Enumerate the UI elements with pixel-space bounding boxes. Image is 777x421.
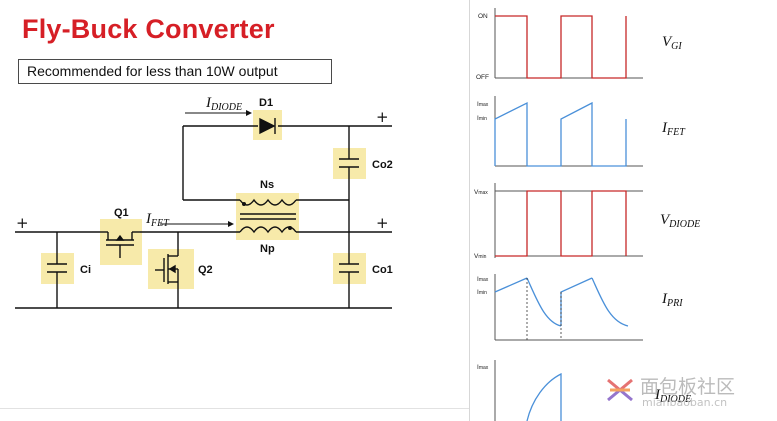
ifet-name-sub: FET [666,127,686,138]
idiode-tick-max: Imax [477,364,489,371]
vdiode-tick-min-main: V [474,253,479,260]
co2-label: Co2 [372,159,393,171]
ifet-tick-max-main: I [477,101,479,108]
waveform-panel [494,8,643,421]
watermark-logo-icon [602,372,638,408]
ifet-name: IFET [661,120,686,138]
d1-label: D1 [259,97,273,109]
schematic [15,110,392,309]
ifet-tick-max: Imax [477,101,489,108]
watermark: 面包板社区 mianbaoban.cn [598,368,773,418]
q2-label: Q2 [198,264,213,276]
vgi-name-sub: GI [671,41,682,52]
ci-capacitor [47,232,67,308]
ci-label: Ci [80,264,91,276]
idiode-name-sub: DIODE [659,394,691,405]
bottom-divider [0,408,469,409]
transformer [239,198,297,234]
vgi-tick-on: ON [478,13,488,20]
vgi-tick-off: OFF [476,74,489,81]
ipri-waveform [494,274,643,341]
ipri-tick-max-main: I [477,276,479,283]
d1-diode [259,117,276,135]
ns-label: Ns [260,179,274,191]
vdiode-tick-min: Vmin [474,253,487,260]
ipri-tick-min-main: I [477,289,479,296]
idiode-label-sub: DIODE [210,102,242,113]
vdiode-waveform [494,183,643,258]
ifet-name-main: I [661,120,668,136]
ifet-waveform [494,96,643,167]
page-title: Fly-Buck Converter [22,14,275,44]
idiode-name: IDIODE [654,387,691,405]
vdiode-tick-min-sub: min [478,254,486,260]
idiode-label: IDIODE [205,95,242,113]
idiode-tick-max-sub: max [479,365,489,371]
idiode-label-main: I [205,95,212,111]
input-plus-sign: + [16,214,29,232]
watermark-text: 面包板社区 [640,376,736,398]
output2-plus-sign: + [376,108,389,126]
vdiode-name: VDIODE [660,212,700,230]
vdiode-name-main: V [660,212,671,228]
np-label: Np [260,243,275,255]
ifet-tick-min-sub: min [479,116,487,122]
q2-mosfet [155,232,179,308]
idiode-waveform [494,360,562,421]
ifet-tick-max-sub: max [479,102,489,108]
watermark-sub: mianbaoban.cn [642,396,728,409]
q1-mosfet [100,231,140,258]
ifet-label: IFET [145,211,170,229]
co2-capacitor [339,126,359,232]
vdiode-tick-max-sub: max [478,190,488,196]
ipri-name-sub: PRI [666,298,683,309]
vdiode-tick-max-main: V [474,189,479,196]
idiode-name-main: I [654,387,661,403]
subtitle-box: Recommended for less than 10W output [18,59,332,84]
ifet-label-main: I [145,211,152,227]
vdiode-tick-max: Vmax [474,189,488,196]
ipri-tick-min-sub: min [479,290,487,296]
co1-label: Co1 [372,264,393,276]
vgi-waveform [494,8,643,79]
ipri-tick-max: Imax [477,276,489,283]
ipri-tick-max-sub: max [479,277,489,283]
vertical-divider [469,0,470,421]
co1-capacitor [339,232,359,308]
ipri-name-main: I [661,291,668,307]
vgi-name: VGI [662,34,682,52]
ifet-label-sub: FET [150,218,170,229]
ifet-tick-min-main: I [477,115,479,122]
ifet-tick-min: Imin [477,115,487,122]
ipri-tick-min: Imin [477,289,487,296]
q1-highlight [100,219,142,265]
vdiode-name-sub: DIODE [668,219,700,230]
ipri-name: IPRI [661,291,683,309]
output1-plus-sign: + [376,214,389,232]
q1-label: Q1 [114,207,129,219]
vgi-name-main: V [662,34,673,50]
idiode-tick-max-main: I [477,364,479,371]
